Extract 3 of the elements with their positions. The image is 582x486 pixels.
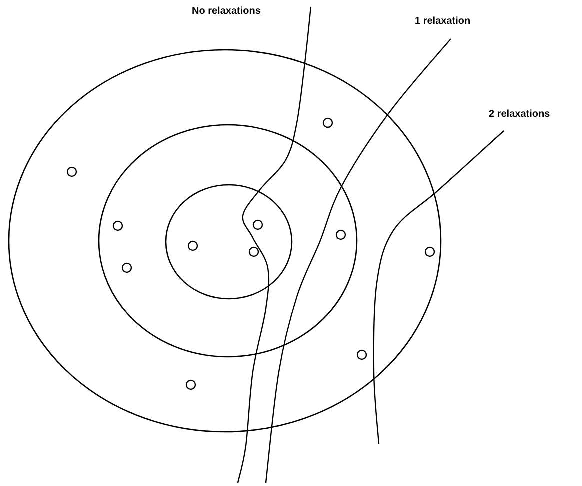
curve-label: 1 relaxation (415, 16, 471, 28)
curve-label: No relaxations (192, 6, 261, 18)
curve-label: 2 relaxations (489, 109, 550, 121)
